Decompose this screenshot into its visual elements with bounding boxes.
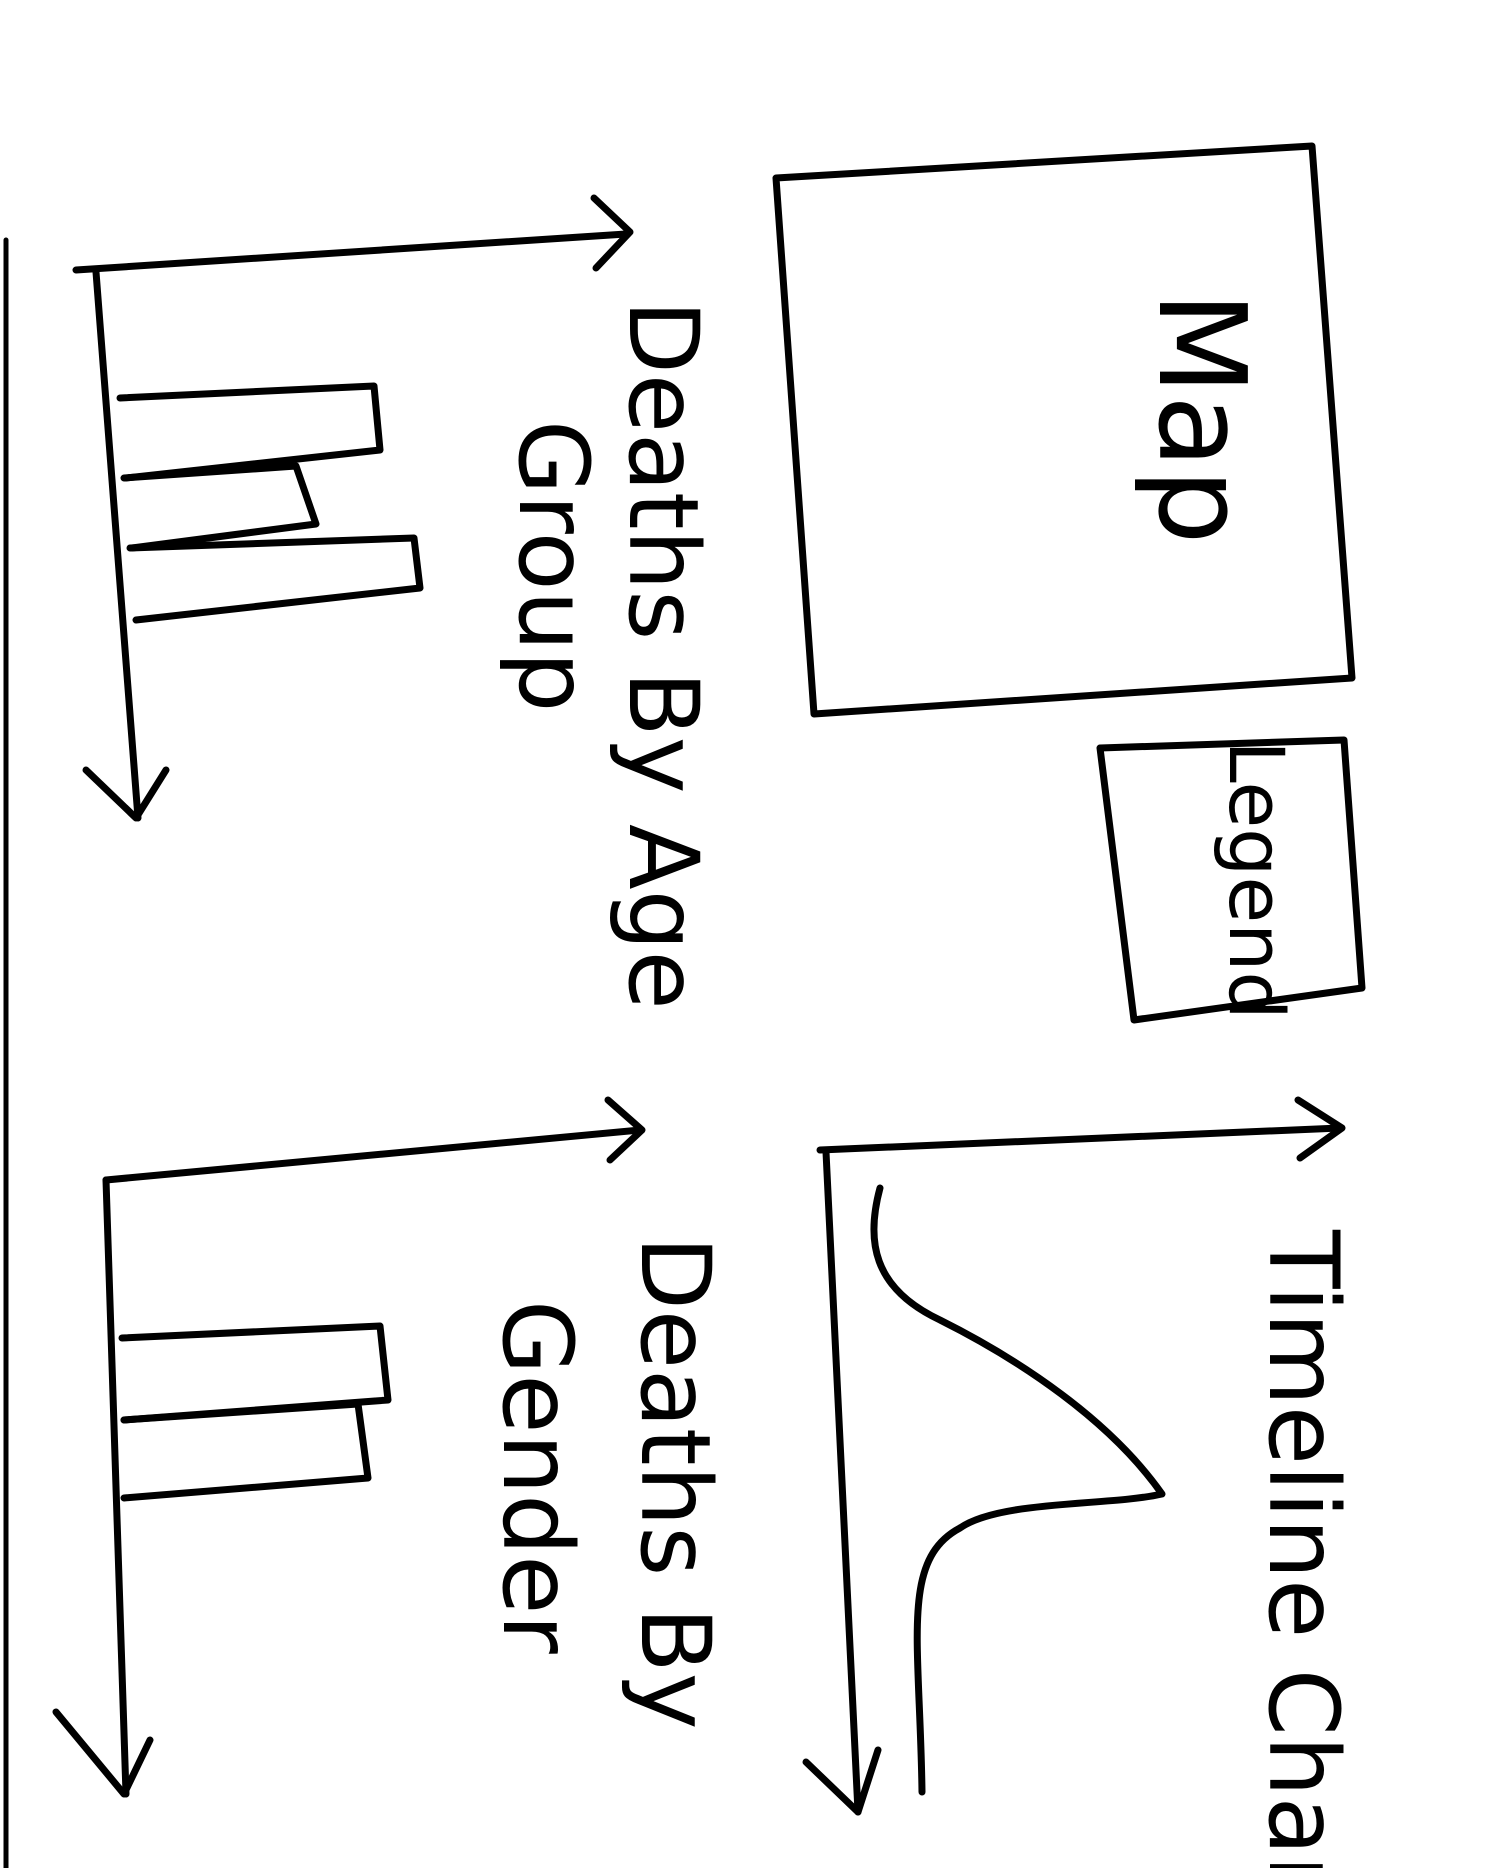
gender-y-axis — [102, 1176, 130, 1798]
gender-x-axis — [102, 1126, 644, 1184]
map-frame — [772, 142, 1356, 718]
age-x-axis — [72, 230, 630, 274]
gender-chart: Deaths By Gender — [52, 1096, 731, 1798]
legend-label: Legend — [1212, 740, 1301, 1019]
legend-frame — [1096, 736, 1366, 1024]
age-y-arrowhead — [82, 766, 170, 822]
age-group-chart: Deaths By Age Group — [72, 194, 719, 1010]
gender-y-arrowhead — [52, 1708, 154, 1798]
age-x-arrowhead — [590, 194, 634, 272]
timeline-title: Timeline Chart — [1247, 1229, 1359, 1868]
age-bar-1 — [116, 382, 384, 482]
gender-bar-2 — [120, 1400, 372, 1502]
legend-panel: Legend — [1096, 736, 1366, 1024]
gender-title-line1: Deaths By — [619, 1236, 731, 1730]
age-bar-2 — [120, 462, 320, 552]
timeline-x-arrowhead — [1294, 1096, 1346, 1162]
map-label: Map — [1131, 291, 1270, 544]
age-title-line1: Deaths By Age — [607, 300, 719, 1010]
timeline-y-arrowhead — [802, 1746, 882, 1816]
age-title-line2: Group — [497, 420, 609, 712]
timeline-x-axis — [816, 1124, 1344, 1154]
timeline-y-axis — [822, 1148, 862, 1816]
age-y-axis — [92, 268, 142, 822]
map-panel: Map — [772, 142, 1356, 718]
timeline-chart: Timeline Chart — [802, 1096, 1359, 1868]
gender-title-line2: Gender — [481, 1300, 593, 1654]
gender-x-arrowhead — [604, 1096, 646, 1164]
age-bar-3 — [126, 534, 424, 624]
timeline-curve — [870, 1184, 1166, 1796]
